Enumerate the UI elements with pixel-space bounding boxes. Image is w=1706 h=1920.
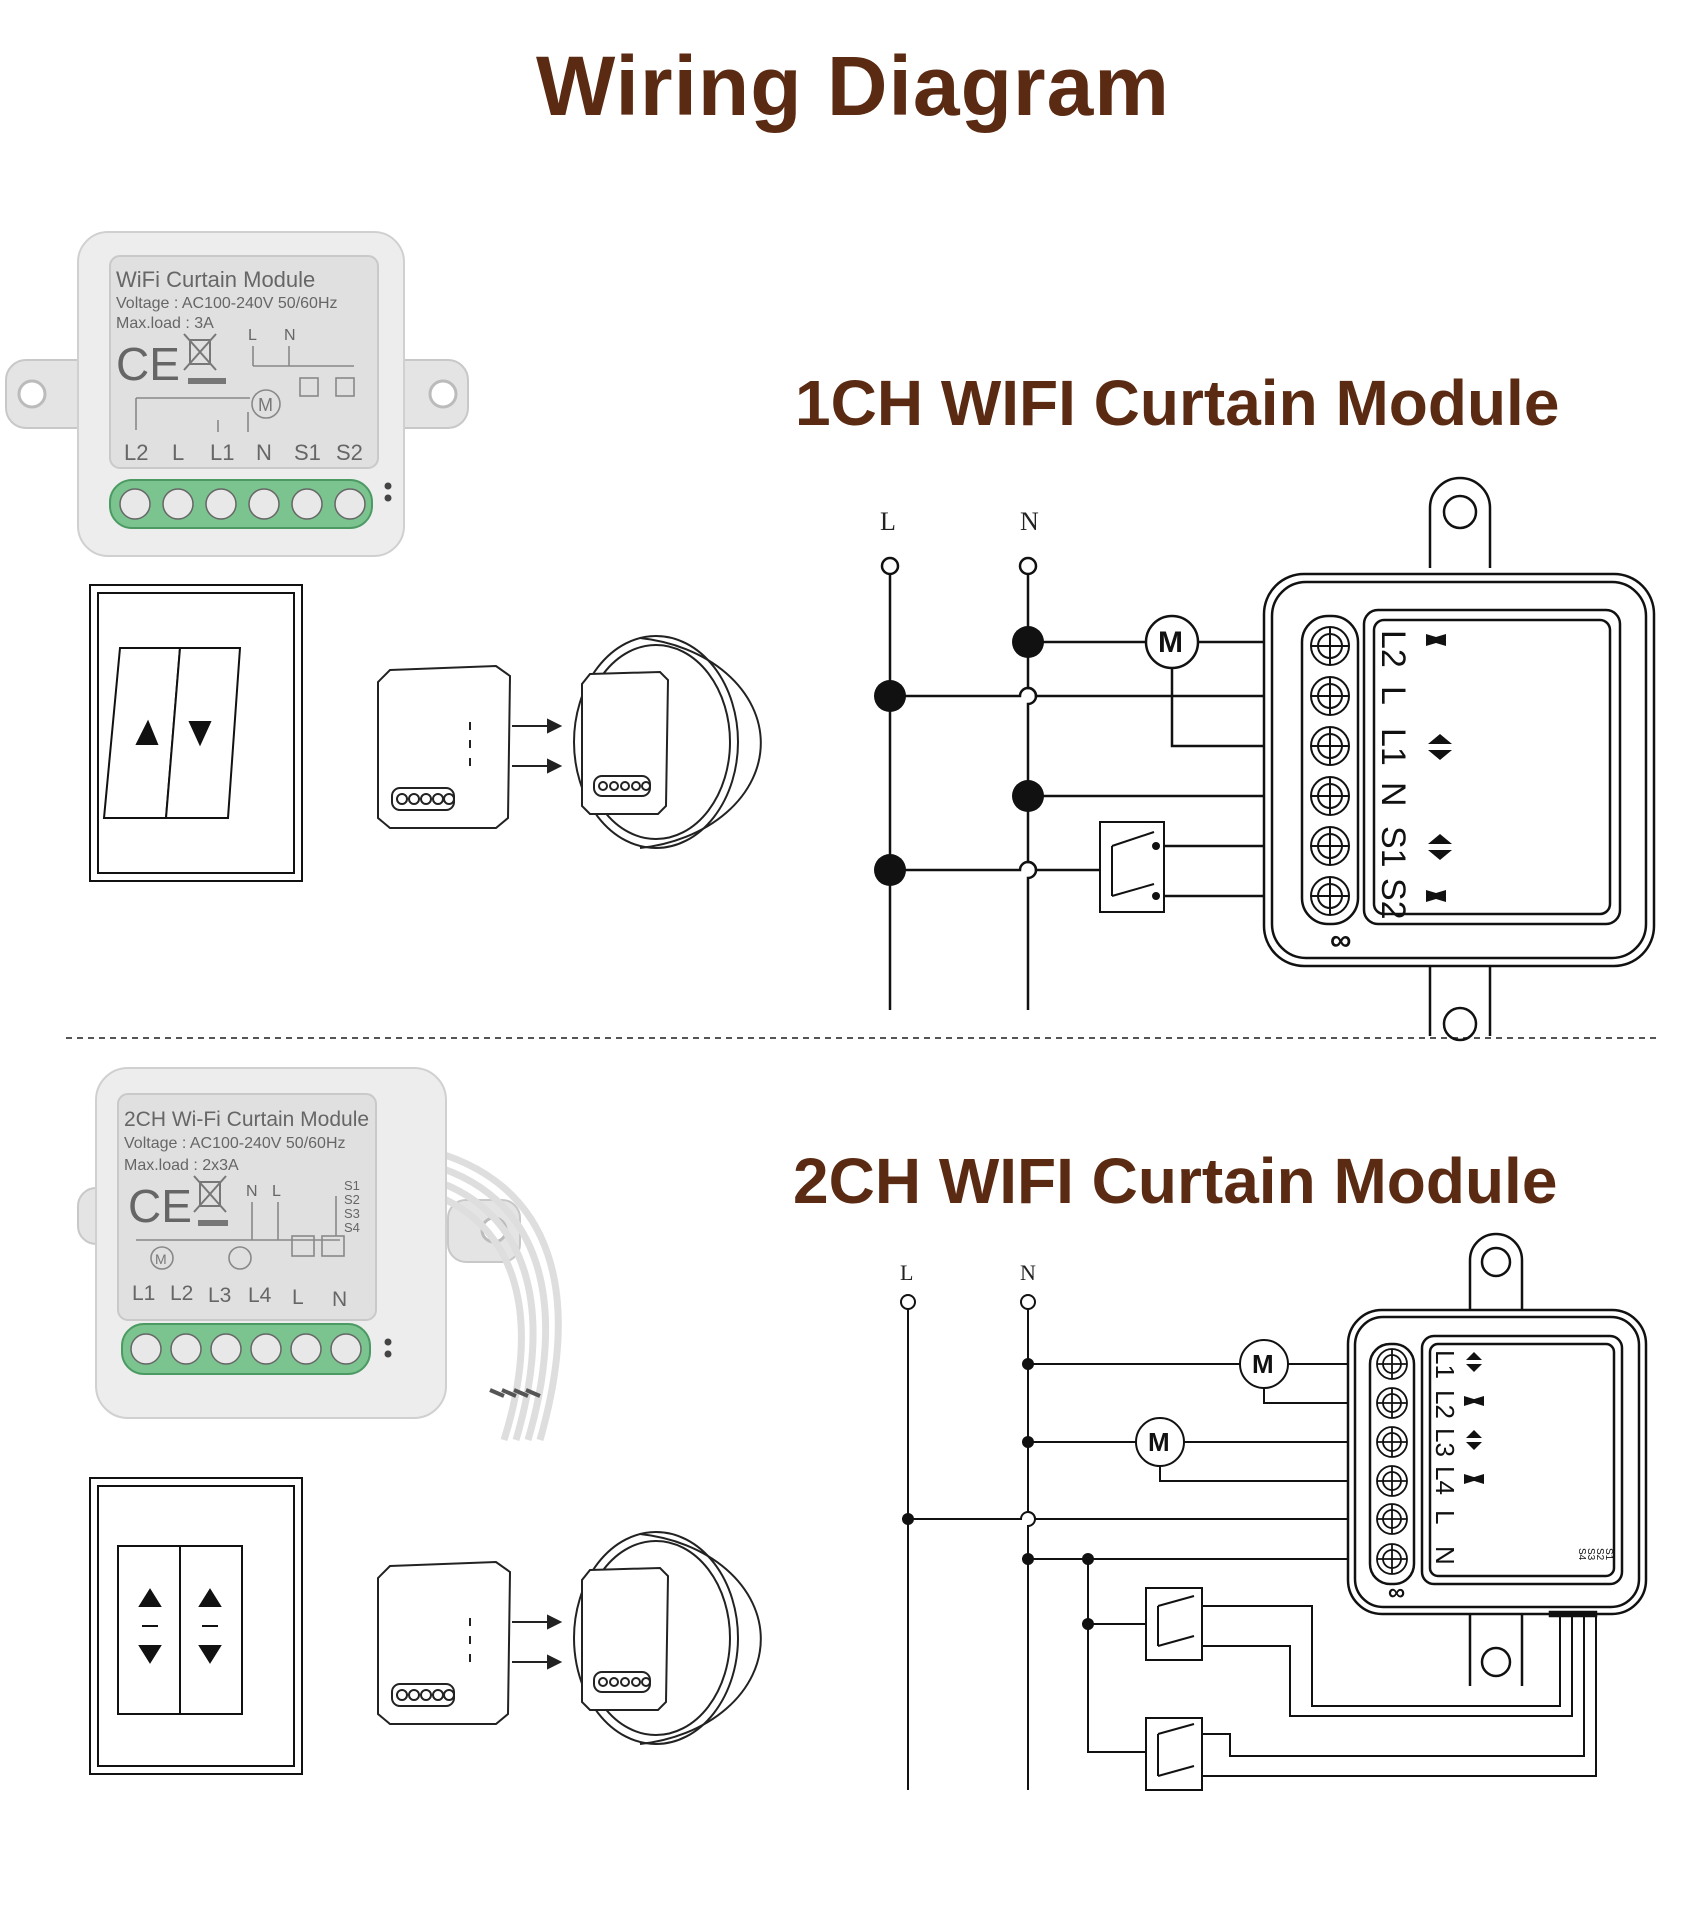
diagram-2ch-motor-1	[1239, 1339, 1289, 1389]
diagram-2ch-motor-2-label: M	[1148, 1427, 1170, 1457]
device-1ch-terminal-l: L	[172, 440, 184, 465]
diagram-2ch-term-l4: L4	[1430, 1466, 1460, 1495]
direction-icons	[1464, 1352, 1484, 1484]
ce-mark: CE	[128, 1180, 192, 1232]
diagram-2ch-switch-2-icon	[1145, 1717, 1203, 1791]
arrow-icon	[512, 1614, 563, 1670]
device-2ch-s4: S4	[344, 1220, 360, 1235]
diagram-2ch-s2: S2	[1594, 1548, 1605, 1561]
device-2ch-max-load: Max.load : 2x3A	[124, 1157, 239, 1174]
junction-box-1ch-icon	[573, 635, 762, 849]
device-2ch-terminal-l: L	[292, 1286, 304, 1309]
device-1ch-terminal-l1: L1	[210, 440, 234, 465]
diagram-2ch-switch-1-icon	[1145, 1587, 1203, 1661]
diagram-2ch-term-l3: L3	[1430, 1428, 1460, 1457]
device-1ch-sym-l: L	[248, 327, 257, 344]
device-1ch-terminal-s2: S2	[336, 440, 363, 465]
diagram-2ch-motor-1-label: M	[1252, 1349, 1274, 1379]
diagram-2ch-logo-mark: ∞	[1388, 1579, 1405, 1606]
diagram-1ch-line-n-label: N	[1020, 507, 1039, 536]
junction-box-2ch-icon	[573, 1531, 762, 1745]
wall-switch-2ch-icon	[89, 1477, 303, 1775]
device-2ch-s3: S3	[344, 1206, 360, 1221]
device-2ch-s2: S2	[344, 1192, 360, 1207]
device-1ch-terminal-n: N	[256, 440, 272, 465]
device-1ch-max-load: Max.load : 3A	[116, 315, 214, 332]
page-title: Wiring Diagram	[536, 39, 1170, 133]
device-1ch-voltage: Voltage : AC100-240V 50/60Hz	[116, 295, 338, 312]
device-2ch-label: 2CH Wi-Fi Curtain Module	[124, 1108, 369, 1131]
diagram-1ch-logo-mark: ∞	[1330, 924, 1351, 957]
wall-switch-1ch-icon	[89, 584, 303, 882]
weee-icon	[193, 1175, 227, 1213]
diagram-1ch-motor	[1144, 614, 1200, 670]
diagram-1ch-term-l2: L2	[1374, 630, 1412, 668]
diagram-1ch-term-l: L	[1374, 686, 1412, 705]
device-1ch-photo: WiFi Curtain Module Voltage : AC100-240V…	[5, 231, 469, 557]
diagram-2ch-s3: S3	[1585, 1548, 1596, 1561]
device-2ch-terminal-l3: L3	[208, 1284, 231, 1307]
device-2ch-sym-n: N	[246, 1183, 258, 1200]
install-illustration-2ch	[377, 1560, 512, 1725]
section-1ch-heading: 1CH WIFI Curtain Module	[795, 367, 1560, 439]
diagram-1ch-terminal-screws	[1310, 626, 1350, 916]
device-2ch-sym-l: L	[272, 1183, 281, 1200]
device-1ch-label: WiFi Curtain Module	[116, 267, 315, 292]
device-2ch-voltage: Voltage : AC100-240V 50/60Hz	[124, 1135, 346, 1152]
wiring-diagram-1ch: L N M	[874, 476, 1656, 1042]
device-2ch-motor-letter: M	[155, 1251, 167, 1267]
install-illustration-1ch	[377, 664, 512, 829]
diagram-2ch-module	[1346, 1232, 1648, 1686]
diagram-2ch-line-n-label: N	[1020, 1260, 1036, 1285]
diagram-2ch-s1: S1	[1603, 1548, 1614, 1561]
diagram-2ch-term-n: N	[1430, 1546, 1460, 1565]
diagram-1ch-motor-label: M	[1158, 626, 1183, 659]
weee-icon	[183, 333, 217, 371]
device-1ch-motor-symbol	[251, 389, 281, 419]
diagram-1ch-switch-icon	[1099, 821, 1165, 913]
diagram-2ch-s4: S4	[1576, 1548, 1587, 1561]
device-1ch-terminal-s1: S1	[294, 440, 321, 465]
arrow-icon	[512, 718, 563, 774]
device-2ch-s1: S1	[344, 1178, 360, 1193]
device-2ch-terminal-l1: L1	[132, 1282, 155, 1305]
device-1ch-terminal-l2: L2	[124, 440, 148, 465]
diagram-2ch-motor-2	[1135, 1417, 1185, 1467]
direction-icons	[1426, 634, 1452, 902]
diagram-2ch-term-l2: L2	[1430, 1390, 1460, 1419]
device-2ch-photo: 2CH Wi-Fi Curtain Module Voltage : AC100…	[77, 1067, 562, 1442]
ce-mark: CE	[116, 338, 180, 390]
device-2ch-terminal-l4: L4	[248, 1284, 272, 1307]
device-1ch-sym-n: N	[284, 327, 296, 344]
diagram-2ch-terminal-screws	[1376, 1348, 1408, 1575]
wiring-diagram-2ch: L N	[900, 1232, 1648, 1791]
diagram-2ch-line-l-label: L	[900, 1260, 913, 1285]
diagram-2ch-term-l: L	[1430, 1510, 1460, 1524]
diagram-1ch-term-s2: S2	[1374, 878, 1412, 920]
diagram-2ch-term-l1: L1	[1430, 1350, 1460, 1379]
section-2ch-heading: 2CH WIFI Curtain Module	[793, 1145, 1558, 1217]
diagram-1ch-module	[1262, 476, 1656, 1042]
diagram-1ch-line-l-label: L	[880, 507, 896, 536]
diagram-1ch-term-l1: L1	[1374, 728, 1412, 766]
device-2ch-terminal-l2: L2	[170, 1282, 193, 1305]
diagram-1ch-term-n: N	[1374, 782, 1412, 807]
device-2ch-terminal-n: N	[332, 1288, 347, 1311]
device-1ch-motor-letter: M	[258, 395, 273, 415]
diagram-1ch-term-s1: S1	[1374, 826, 1412, 868]
